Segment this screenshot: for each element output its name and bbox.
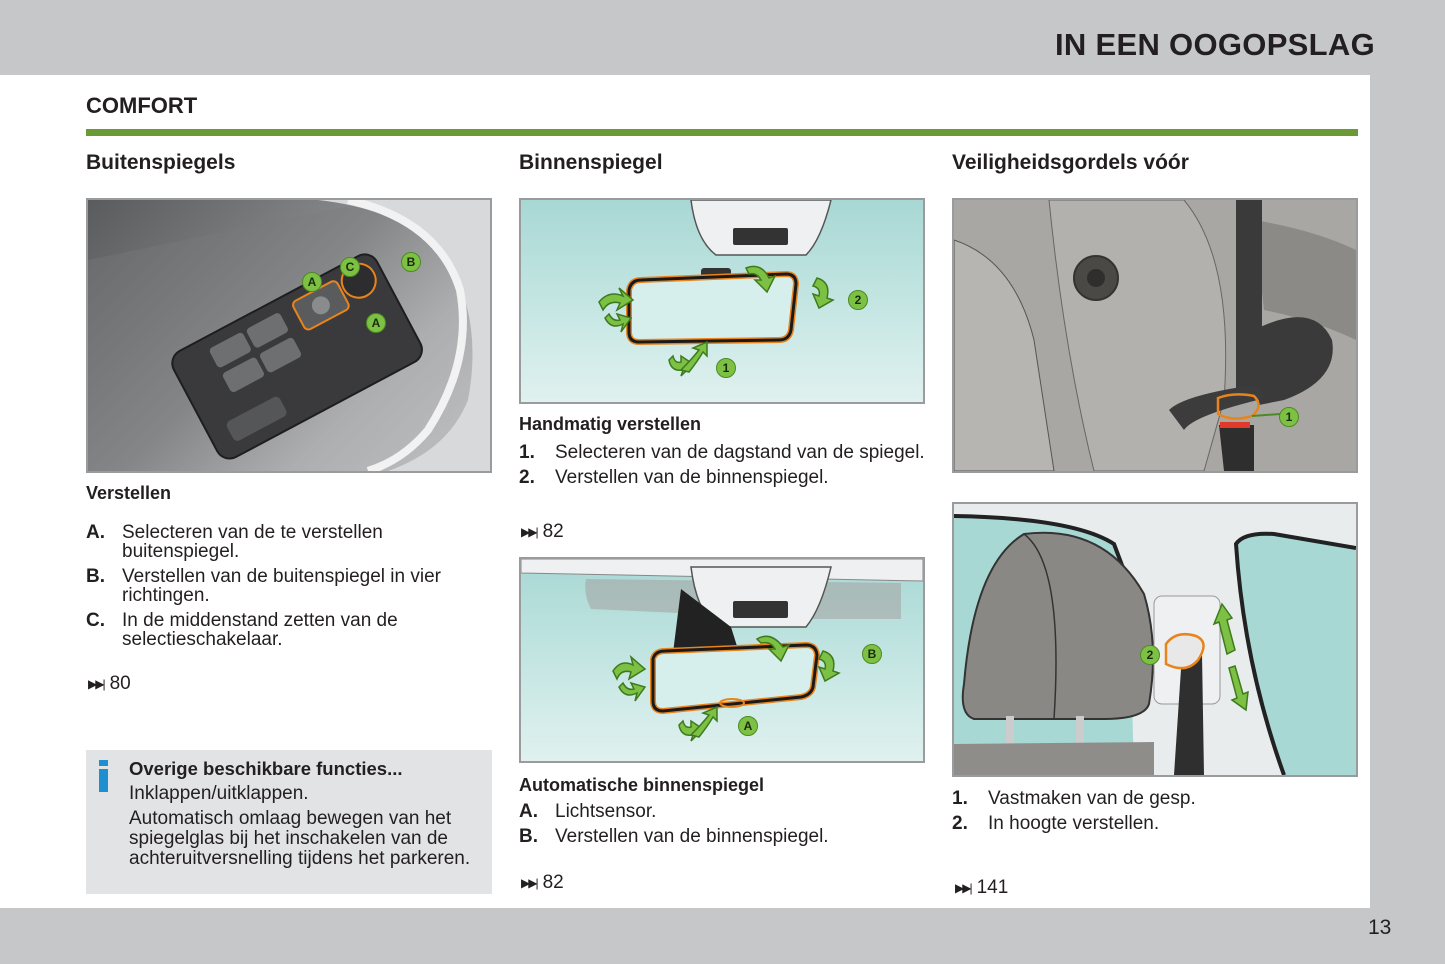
marker-1: 1: [716, 358, 736, 378]
page-reference[interactable]: ▶▶| 82: [521, 872, 564, 894]
list-item: A. Selecteren van de te verstellen buite…: [86, 523, 486, 561]
list-text: Selecteren van de dagstand van de spiege…: [555, 442, 925, 463]
list-key: B.: [519, 826, 538, 847]
list-text: Verstellen van de binnenspiegel.: [555, 826, 829, 847]
page-reference[interactable]: ▶▶| 141: [955, 877, 1008, 899]
page-reference-icon: ▶▶|: [955, 881, 973, 895]
list-item: 1. Selecteren van de dagstand van de spi…: [519, 443, 929, 462]
page-number: 13: [1368, 916, 1392, 939]
list-key: B.: [86, 566, 105, 587]
list-item: 2. In hoogte verstellen.: [952, 814, 1352, 833]
manual-mirror-illustration: [598, 200, 835, 377]
list-key: 1.: [952, 788, 968, 809]
list-text: Vastmaken van de gesp.: [988, 788, 1196, 809]
marker-c: C: [340, 257, 360, 277]
page-reference-icon: ▶▶|: [521, 525, 539, 539]
seat-belt-buckle-figure: 1: [952, 198, 1358, 473]
seat-belt-buckle-illustration: [954, 200, 1356, 471]
page-reference-number: 82: [542, 872, 564, 893]
page-reference-icon: ▶▶|: [521, 876, 539, 890]
list-key: 2.: [952, 813, 968, 834]
list-key: 1.: [519, 442, 535, 463]
column-title-veiligheidsgordels: Veiligheidsgordels vóór: [952, 151, 1189, 174]
subtitle-automatische-binnenspiegel: Automatische binnenspiegel: [519, 775, 765, 795]
seat-belt-list: 1. Vastmaken van de gesp. 2. In hoogte v…: [952, 789, 1352, 839]
manual-mirror-list: 1. Selecteren van de dagstand van de spi…: [519, 443, 929, 493]
automatic-mirror-list: A. Lichtsensor. B. Verstellen van de bin…: [519, 802, 929, 852]
subtitle-handmatig-verstellen: Handmatig verstellen: [519, 414, 702, 434]
column-title-buitenspiegels: Buitenspiegels: [86, 151, 236, 174]
marker-b: B: [401, 252, 421, 272]
list-key: 2.: [519, 467, 535, 488]
list-text: Verstellen van de binnenspiegel.: [555, 467, 829, 488]
page-reference[interactable]: ▶▶| 82: [521, 521, 564, 543]
list-text: In hoogte verstellen.: [988, 813, 1160, 834]
column-title-binnenspiegel: Binnenspiegel: [519, 151, 663, 174]
list-item: A. Lichtsensor.: [519, 802, 929, 821]
marker-a: A: [738, 716, 758, 736]
page-reference-icon: ▶▶|: [88, 677, 106, 691]
list-key: A.: [519, 801, 538, 822]
info-text: Inklappen/uitklappen.: [129, 783, 309, 804]
info-title: Overige beschikbare functies...: [129, 758, 403, 779]
section-divider: [86, 129, 1358, 136]
list-item: B. Verstellen van de binnenspiegel.: [519, 827, 929, 846]
chapter-title: IN EEN OOGOPSLAG: [1054, 27, 1375, 62]
seat-belt-height-illustration: [954, 514, 1356, 775]
page-reference-number: 82: [542, 521, 564, 542]
marker-a: A: [302, 272, 322, 292]
info-box: Overige beschikbare functies... Inklappe…: [86, 750, 492, 894]
marker-2: 2: [1140, 645, 1160, 665]
list-key: C.: [86, 610, 105, 631]
page-reference-number: 141: [976, 877, 1009, 898]
mirror-adjust-list: A. Selecteren van de te verstellen buite…: [86, 523, 486, 655]
door-mirror-control-figure: A C B A: [86, 198, 492, 473]
list-key: A.: [86, 522, 105, 543]
info-icon: [99, 760, 108, 792]
marker-1: 1: [1279, 407, 1299, 427]
page-reference-number: 80: [109, 673, 131, 694]
marker-a: A: [366, 313, 386, 333]
seat-belt-height-figure: 2: [952, 502, 1358, 777]
list-text: Verstellen van de buitenspiegel in vier …: [122, 566, 441, 606]
list-text: Selecteren van de te verstellen buitensp…: [122, 522, 383, 562]
list-text: In de middenstand zetten van de selectie…: [122, 610, 398, 650]
info-text: Automatisch omlaag bewegen van het spieg…: [129, 808, 471, 869]
subtitle-verstellen: Verstellen: [86, 483, 172, 503]
list-item: C. In de middenstand zetten van de selec…: [86, 611, 486, 649]
door-panel-illustration: [88, 200, 490, 471]
automatic-mirror-figure: B A: [519, 557, 925, 763]
list-item: 2. Verstellen van de binnenspiegel.: [519, 468, 929, 487]
marker-2: 2: [848, 290, 868, 310]
page-reference[interactable]: ▶▶| 80: [88, 673, 131, 695]
list-item: 1. Vastmaken van de gesp.: [952, 789, 1352, 808]
list-item: B. Verstellen van de buitenspiegel in vi…: [86, 567, 486, 605]
list-text: Lichtsensor.: [555, 801, 657, 822]
manual-mirror-figure: 2 1: [519, 198, 925, 404]
automatic-mirror-illustration: [521, 559, 923, 742]
marker-b: B: [862, 644, 882, 664]
section-title: COMFORT: [86, 93, 198, 118]
